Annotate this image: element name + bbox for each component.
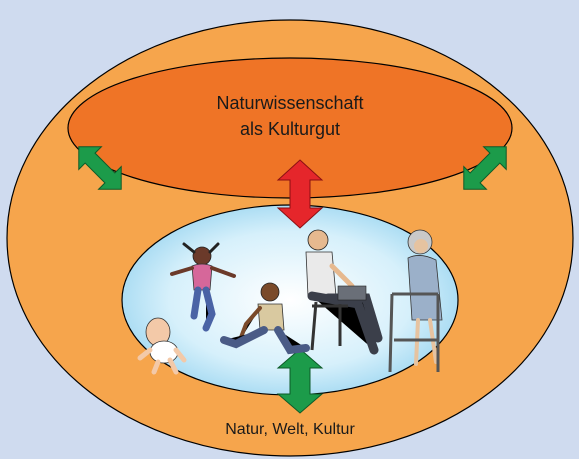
- green-arrow-bottom: [276, 348, 324, 414]
- elderly-woman-walker-figure: [388, 229, 443, 373]
- girl-jumping-figure: [170, 242, 236, 332]
- woman-sitting-figure: [220, 282, 310, 355]
- science-label-line2: als Kulturgut: [239, 119, 341, 139]
- science-label: Naturwissenschaft als Kulturgut: [160, 90, 420, 142]
- green-arrow-left: [78, 146, 122, 190]
- green-arrow-right: [463, 146, 507, 190]
- world-label: Natur, Welt, Kultur: [225, 421, 355, 438]
- science-label-line1: Naturwissenschaft: [216, 93, 364, 113]
- baby-figure: [137, 317, 187, 375]
- man-chair-figure: [305, 229, 383, 355]
- red-arrow-center: [276, 159, 324, 229]
